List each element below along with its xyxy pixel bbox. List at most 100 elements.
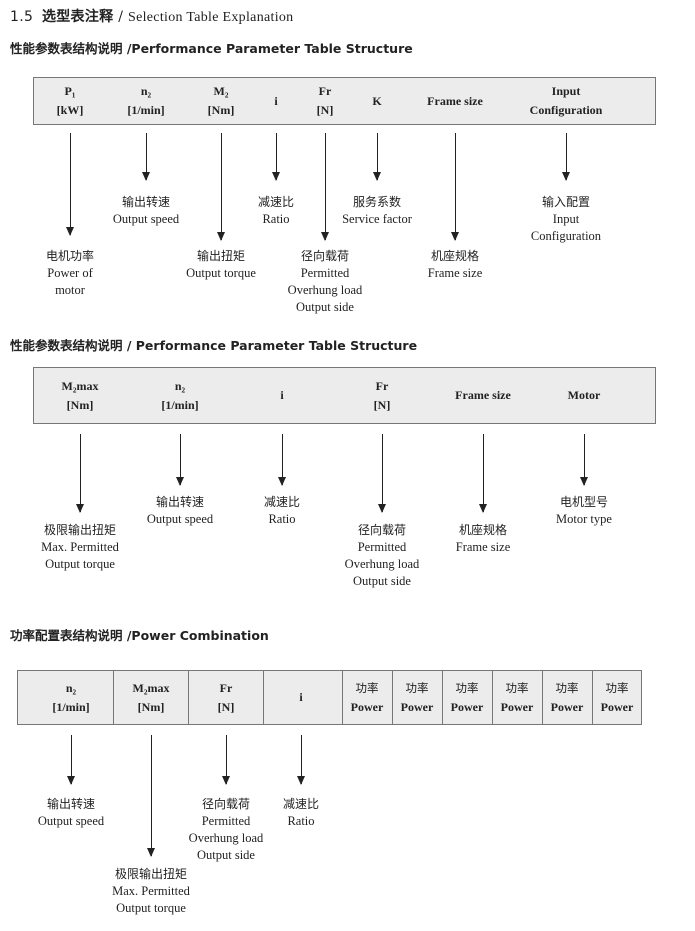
- power-en: Power: [350, 699, 384, 714]
- section3-title: 功率配置表结构说明 /Power Combination: [10, 628, 269, 643]
- power-en: Power: [400, 699, 434, 714]
- table3-field-label: 输出转速 Output speed: [1, 796, 141, 830]
- table1-field-label-en: Service factor: [342, 212, 412, 226]
- table1-header-cell-line1: P₁: [64, 84, 76, 98]
- table1-field-label-en: Overhung load: [287, 283, 363, 297]
- table1-field-label-en: Configuration: [530, 229, 602, 243]
- down-arrow-icon: [66, 133, 74, 236]
- table3-header-cell: n₂[1/min]: [36, 672, 106, 723]
- table3-header-cell-line2: [Nm]: [137, 699, 165, 714]
- down-arrow-icon: [479, 434, 487, 513]
- down-arrow-icon: [272, 133, 280, 181]
- table2-field-label-en: Permitted: [357, 540, 407, 554]
- down-arrow-icon: [147, 735, 155, 857]
- table3-field-label-en: Output speed: [37, 814, 105, 828]
- section1-title: 性能参数表结构说明 /Performance Parameter Table S…: [10, 41, 413, 56]
- table1-field-label-cn: 电机功率: [45, 249, 94, 263]
- table3-column-divider: [263, 670, 264, 725]
- heading-cn: 选型表注释: [41, 9, 114, 25]
- table3-header-cell-line1: Fr: [219, 680, 233, 695]
- heading-en: Selection Table Explanation: [128, 10, 294, 25]
- table1-header-cell-line1: Fr: [318, 84, 332, 98]
- table1-field-label-en: Output side: [296, 300, 354, 314]
- table2-header-cell-line1: n₂: [174, 378, 186, 393]
- table3-field-label-en: Ratio: [287, 814, 315, 828]
- table1-header-cell-line1: M₂: [213, 84, 229, 98]
- table2-header-cell-line1: i: [280, 388, 284, 402]
- table2-field-label-cn: 径向载荷: [357, 523, 406, 537]
- table2-header-cell-line1: Fr: [375, 378, 389, 393]
- table1-header-cell-line1: n₂: [140, 84, 152, 98]
- table1-field-label-en: motor: [55, 283, 85, 297]
- table1-header-cell-line2: [N]: [316, 103, 334, 117]
- table3-header-cell-line1: n₂: [65, 680, 77, 695]
- down-arrow-icon: [278, 434, 286, 486]
- table1-header-cell-line1: Frame size: [427, 93, 483, 108]
- table1-header-cell: M₂[Nm]: [191, 79, 251, 123]
- table2-header-cell: i: [267, 369, 297, 422]
- table3-column-divider: [392, 670, 393, 725]
- power-en: Power: [500, 699, 534, 714]
- power-cn: 功率: [505, 680, 529, 695]
- table1-header-cell: Fr [N]: [305, 79, 345, 123]
- table2-header-cell-line2: [Nm]: [66, 397, 94, 412]
- table3-field-label-en: Output torque: [116, 901, 186, 915]
- table2-field-label-cn: 极限输出扭矩: [43, 523, 116, 537]
- table1-field-label-cn: 输出转速: [121, 195, 170, 209]
- table3-field-label-en: Permitted: [201, 814, 251, 828]
- down-arrow-icon: [451, 133, 459, 241]
- table1-header-cell-line1: K: [372, 93, 382, 108]
- down-arrow-icon: [321, 133, 329, 241]
- down-arrow-icon: [373, 133, 381, 181]
- down-arrow-icon: [67, 735, 75, 785]
- table2-header-cell-line2: [1/min]: [161, 397, 199, 412]
- down-arrow-icon: [217, 133, 225, 241]
- table3-column-divider: [542, 670, 543, 725]
- table3-field-label-cn: 径向载荷: [201, 797, 250, 811]
- table2-field-label-en: Output side: [353, 574, 411, 588]
- heading-separator: /: [118, 9, 124, 25]
- section3-table: [17, 670, 642, 725]
- down-arrow-icon: [76, 434, 84, 513]
- table2-header-cell-line1: Motor: [567, 388, 601, 402]
- table1-header-cell: i: [261, 79, 291, 123]
- table1-header-cell: K: [362, 79, 392, 123]
- down-arrow-icon: [222, 735, 230, 785]
- table2-header-cell-line1: Frame size: [455, 388, 511, 402]
- table1-field-label-en: Frame size: [427, 266, 483, 280]
- table2-header-cell-line2: [N]: [373, 397, 391, 412]
- table3-header-cell: i: [286, 672, 316, 723]
- table3-field-label-cn: 输出转速: [46, 797, 95, 811]
- section2-title: 性能参数表结构说明 / Performance Parameter Table …: [10, 338, 418, 353]
- table2-field-label-en: Ratio: [268, 512, 296, 526]
- table3-field-label-cn: 极限输出扭矩: [114, 867, 187, 881]
- table2-header-cell: Motor: [544, 369, 624, 422]
- table1-field-label-cn: 径向载荷: [300, 249, 349, 263]
- table3-column-divider: [188, 670, 189, 725]
- table2-field-label-cn: 机座规格: [458, 523, 507, 537]
- table2-field-label-en: Output speed: [146, 512, 214, 526]
- table1-field-label-cn: 减速比: [257, 195, 294, 209]
- table1-header-cell: Frame size: [405, 79, 505, 123]
- table3-field-label-en: Max. Permitted: [112, 884, 190, 898]
- table3-field-label-en: Output side: [197, 848, 255, 862]
- table1-header-cell-line1: i: [274, 93, 278, 108]
- table3-column-divider: [492, 670, 493, 725]
